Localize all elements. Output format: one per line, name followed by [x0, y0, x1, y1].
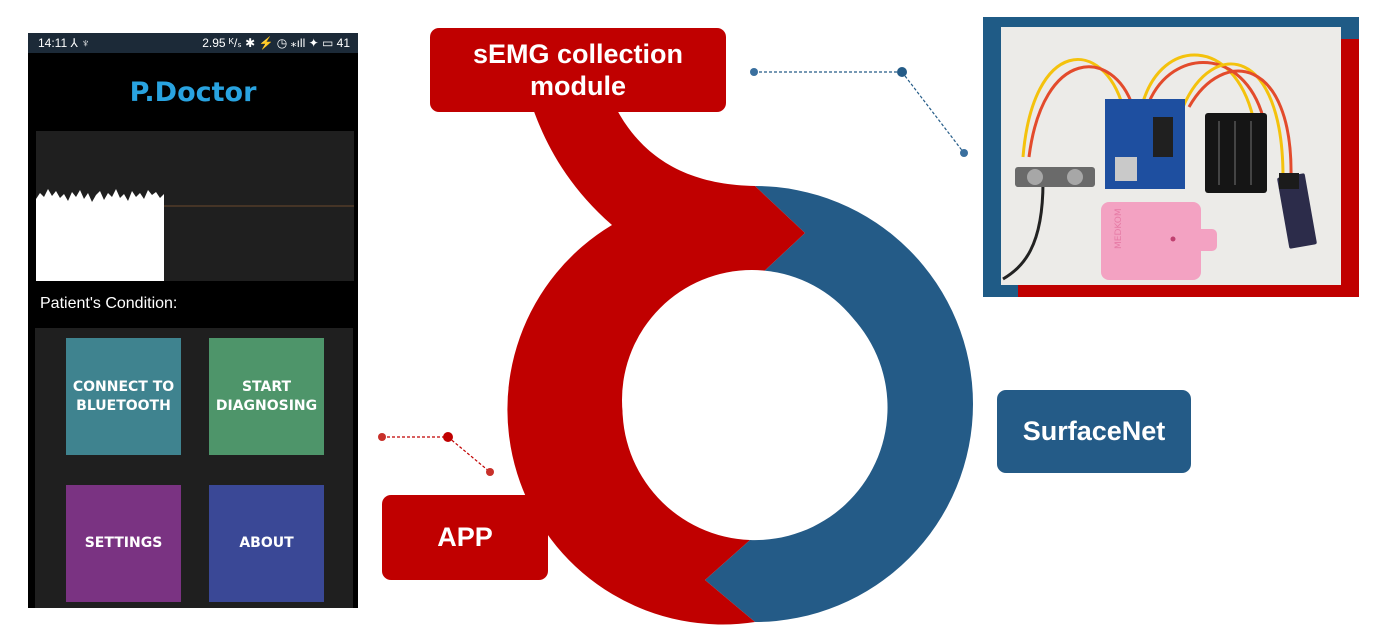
electrode-brand-text: MEDKOM: [1114, 208, 1124, 249]
status-indicators: 2.95 ᴷ/ₛ ✱ ⚡ ◷ ⁎ıll ✦ ▭ 41: [202, 36, 350, 50]
about-button[interactable]: ABOUT: [209, 485, 324, 602]
phone-screenshot: 14:11 ⅄ ♆ 2.95 ᴷ/ₛ ✱ ⚡ ◷ ⁎ıll ✦ ▭ 41 P.D…: [28, 33, 358, 608]
settings-button[interactable]: SETTINGS: [66, 485, 181, 602]
ring-hole: [622, 270, 882, 530]
app-title: P.Doctor: [129, 77, 257, 108]
start-diagnosing-button[interactable]: START DIAGNOSING: [209, 338, 324, 455]
connect-bluetooth-button[interactable]: CONNECT TO BLUETOOTH: [66, 338, 181, 455]
status-time: 14:11 ⅄ ♆: [38, 36, 91, 50]
signal-waveform: [36, 189, 354, 281]
hardware-illustration: MEDKOM: [983, 17, 1359, 297]
app-label: APP: [382, 495, 548, 580]
status-bar: 14:11 ⅄ ♆ 2.95 ᴷ/ₛ ✱ ⚡ ◷ ⁎ıll ✦ ▭ 41: [28, 33, 358, 53]
surfacenet-label: SurfaceNet: [997, 390, 1191, 473]
connector-semg-photo: [750, 67, 968, 157]
hardware-photo: MEDKOM: [983, 17, 1359, 297]
patient-condition-label: Patient's Condition:: [40, 295, 178, 312]
ring-blue-segment: [705, 186, 973, 622]
button-panel: CONNECT TO BLUETOOTH START DIAGNOSING SE…: [35, 328, 353, 608]
semg-module-label: sEMG collection module: [430, 28, 726, 112]
connector-phone-app: [378, 432, 494, 476]
ring-red-segment: [507, 100, 805, 625]
signal-plot: [36, 131, 354, 281]
